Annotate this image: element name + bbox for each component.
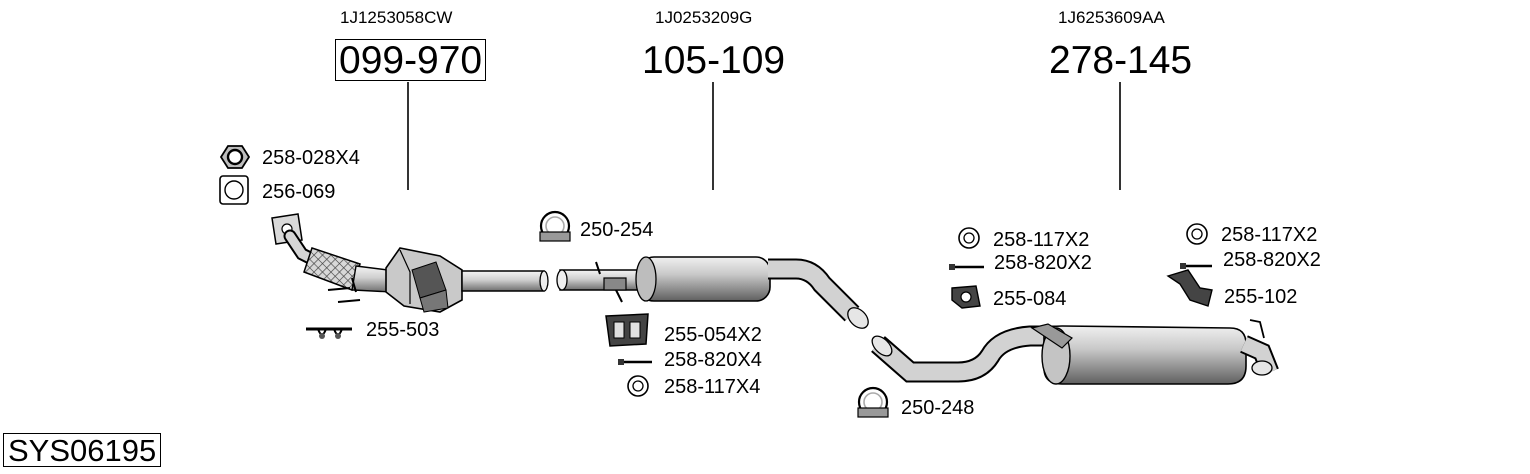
- accessory-code-label[interactable]: 258-028X4: [262, 147, 360, 169]
- bolt-icon-258-820X4: [618, 359, 652, 365]
- oe-number-label: 1J0253209G: [655, 8, 753, 27]
- accessory-code-label[interactable]: 258-820X4: [664, 349, 762, 371]
- accessory-code-label[interactable]: 255-503: [366, 319, 440, 341]
- bolt-icon-258-820X2-b: [1180, 263, 1212, 269]
- sealing-ring-icon-258-117X4: [627, 375, 649, 397]
- accessory-code-label[interactable]: 258-117X2: [993, 229, 1090, 251]
- middle-silencer-part: [556, 256, 869, 329]
- accessory-code-label[interactable]: 250-248: [901, 397, 975, 419]
- part-number-label[interactable]: 278-145: [1049, 39, 1193, 82]
- flange-gasket-icon: [219, 175, 249, 205]
- hanger-bracket-icon: [605, 313, 649, 347]
- accessory-code-label[interactable]: 258-820X2: [994, 252, 1092, 274]
- accessory-code-label[interactable]: 255-084: [993, 288, 1067, 310]
- oe-number-label: 1J1253058CW: [340, 8, 453, 27]
- sealing-ring-icon-258-117X2-b: [1186, 223, 1208, 245]
- mounting-rubber-icon: [306, 327, 352, 339]
- accessory-code-label[interactable]: 255-102: [1224, 286, 1298, 308]
- oe-number-label: 1J6253609AA: [1058, 8, 1165, 27]
- accessory-code-label[interactable]: 258-820X2: [1223, 249, 1321, 271]
- bolt-icon-258-820X2-a: [949, 264, 984, 270]
- catalytic-converter-part: [271, 213, 549, 313]
- part-number-label-highlighted[interactable]: 099-970: [335, 39, 487, 81]
- rubber-mount-icon: [951, 285, 981, 309]
- pipe-clamp-icon-250-254: [539, 210, 571, 242]
- accessory-code-label[interactable]: 255-054X2: [664, 324, 762, 346]
- system-code-label: SYS06195: [3, 433, 162, 467]
- bracket-icon: [1166, 269, 1213, 307]
- accessory-code-label[interactable]: 250-254: [580, 219, 654, 241]
- accessory-code-label[interactable]: 258-117X2: [1221, 224, 1318, 246]
- accessory-code-label[interactable]: 258-117X4: [664, 376, 761, 398]
- part-number-label[interactable]: 105-109: [642, 39, 786, 82]
- sealing-ring-icon-258-117X2-a: [958, 227, 980, 249]
- hex-nut-icon: [219, 145, 251, 169]
- rear-silencer-part: [871, 319, 1279, 385]
- pipe-clamp-icon-250-248: [857, 386, 889, 418]
- accessory-code-label[interactable]: 256-069: [262, 181, 336, 203]
